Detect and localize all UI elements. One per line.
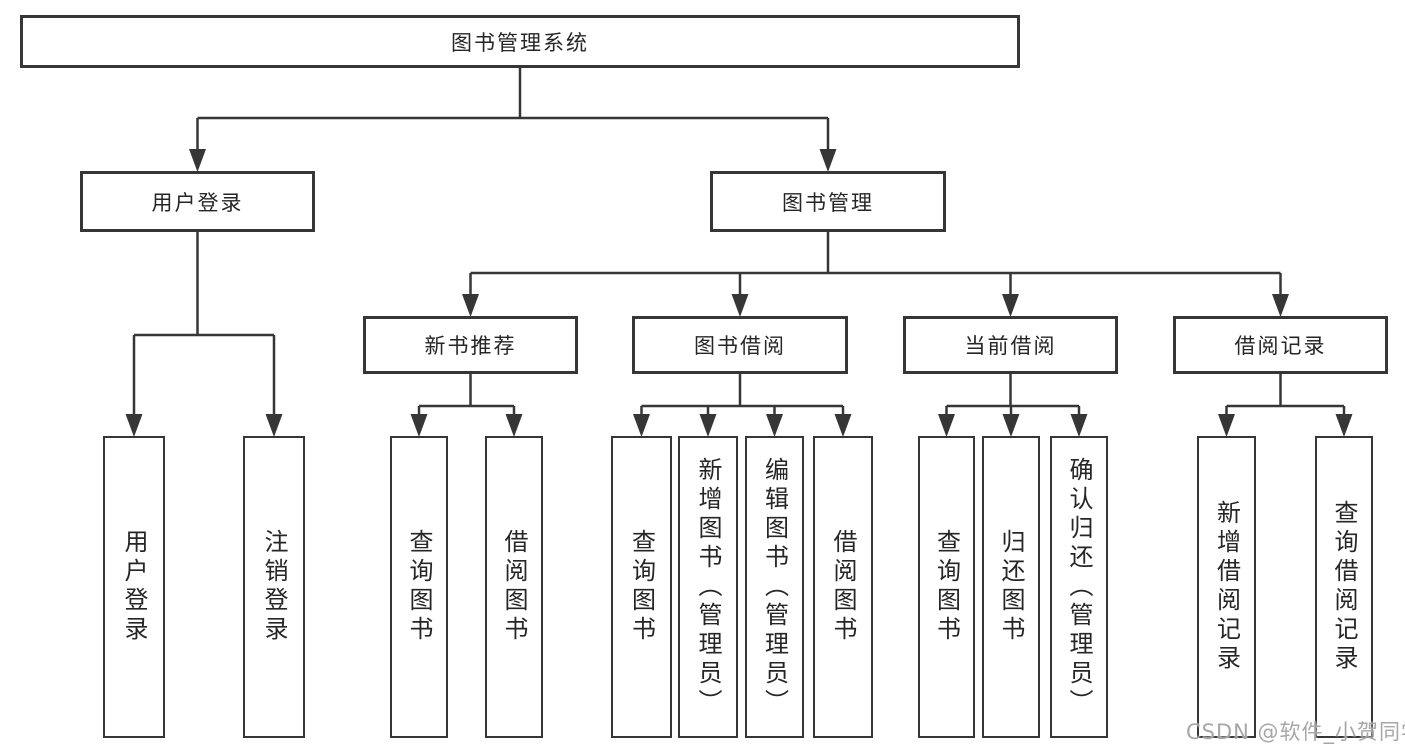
node-label-borrow-records: 借阅记录 [1234,334,1327,358]
node-leaf-query-book-2: 查询图书 [611,436,672,738]
node-book-borrow: 图书借阅 [632,316,848,374]
node-root: 图书管理系统 [20,15,1020,68]
node-label-user-login: 用户登录 [151,190,244,215]
node-leaf-logout: 注销登录 [243,436,305,738]
arrowhead-icon [1272,294,1289,317]
arrowhead-icon [731,294,749,317]
arrowhead-icon [1002,294,1019,317]
node-new-book-rec: 新书推荐 [363,316,578,374]
arrowhead-icon [766,414,783,437]
node-label-root: 图书管理系统 [451,30,589,55]
node-label-leaf-confirm-return: 确认归还（管理员） [1065,456,1093,718]
node-label-leaf-edit-book: 编辑图书（管理员） [760,456,789,718]
node-label-book-borrow: 图书借阅 [694,334,786,358]
arrowhead-icon [699,414,717,437]
node-leaf-query-record: 查询借阅记录 [1315,436,1373,738]
node-label-leaf-return-book: 归还图书 [997,529,1025,645]
node-leaf-confirm-return: 确认归还（管理员） [1050,436,1108,738]
node-user-login: 用户登录 [80,171,315,232]
node-leaf-add-book: 新增图书（管理员） [678,436,738,738]
node-label-leaf-logout: 注销登录 [260,529,288,645]
node-leaf-return-book: 归还图书 [982,436,1040,738]
node-leaf-query-book-1: 查询图书 [390,436,448,738]
arrowhead-icon [125,414,143,437]
arrowhead-icon [1070,414,1088,437]
arrowhead-icon [505,414,523,437]
node-book-mgmt: 图书管理 [710,171,946,232]
node-label-leaf-query-book-2: 查询图书 [627,529,656,645]
arrowhead-icon [1335,414,1353,437]
node-label-leaf-add-record: 新增借阅记录 [1212,500,1241,674]
node-label-leaf-add-book: 新增图书（管理员） [694,456,722,718]
node-label-leaf-query-book-3: 查询图书 [932,529,961,645]
node-label-leaf-query-record: 查询借阅记录 [1330,500,1358,674]
node-label-leaf-borrow-book-2: 借阅图书 [829,529,857,645]
node-label-leaf-borrow-book-1: 借阅图书 [500,529,528,645]
arrowhead-icon [265,414,283,437]
arrowhead-icon [938,414,955,437]
node-label-book-mgmt: 图书管理 [782,190,874,215]
node-borrow-records: 借阅记录 [1173,316,1388,374]
node-leaf-borrow-book-2: 借阅图书 [813,436,873,738]
node-label-leaf-user-login: 用户登录 [120,529,148,645]
node-label-new-book-rec: 新书推荐 [424,334,517,358]
node-current-borrow: 当前借阅 [903,316,1118,374]
node-leaf-query-book-3: 查询图书 [918,436,975,738]
node-leaf-user-login: 用户登录 [103,436,165,738]
node-leaf-borrow-book-1: 借阅图书 [485,436,543,738]
node-label-leaf-query-book-1: 查询图书 [405,529,433,645]
arrowhead-icon [633,414,650,437]
watermark: CSDN @软件_小贺同学 [1186,720,1405,744]
arrowhead-icon [834,414,852,437]
arrowhead-icon [1002,414,1020,437]
node-label-current-borrow: 当前借阅 [964,334,1057,358]
arrowhead-icon [189,149,206,172]
arrowhead-icon [410,414,428,437]
node-leaf-add-record: 新增借阅记录 [1197,436,1256,738]
arrowhead-icon [462,294,479,317]
node-leaf-edit-book: 编辑图书（管理员） [745,436,804,738]
arrowhead-icon [1218,414,1235,437]
arrowhead-icon [819,149,837,172]
